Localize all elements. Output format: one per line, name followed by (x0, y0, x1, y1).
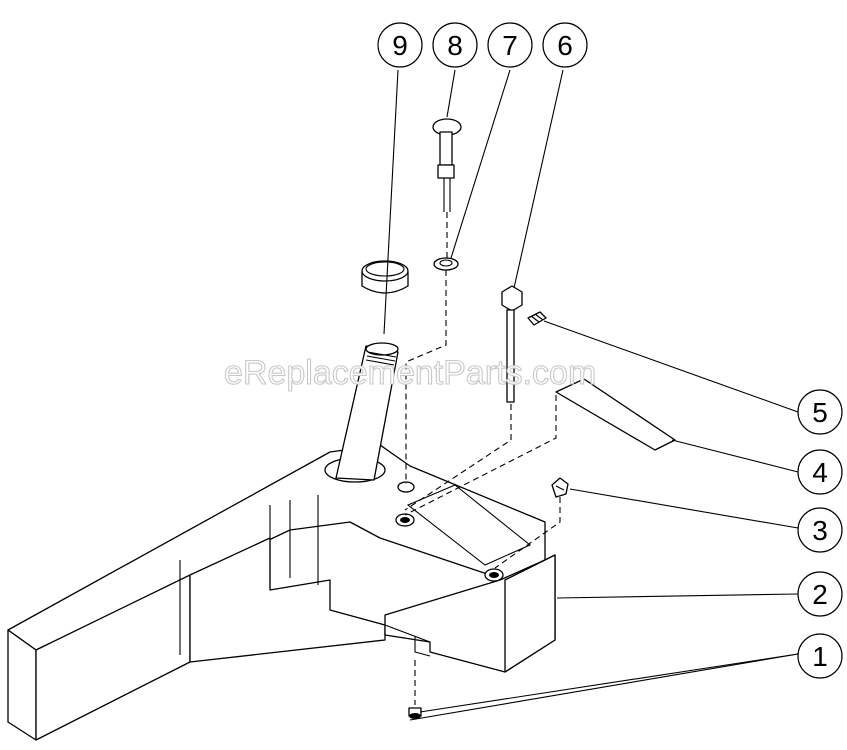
part-7-gasket (433, 257, 459, 271)
boss-front-left (395, 513, 415, 527)
callout-5: 5 (797, 389, 843, 435)
callout-4: 4 (797, 449, 843, 495)
svg-text:5: 5 (812, 397, 828, 428)
callout-7: 7 (487, 22, 533, 68)
part-9-cap (361, 260, 409, 294)
svg-text:6: 6 (557, 30, 573, 61)
assembly-dashed-lines (404, 212, 561, 705)
filler-neck-tube (335, 342, 399, 481)
svg-text:1: 1 (812, 641, 828, 672)
svg-text:8: 8 (447, 30, 463, 61)
leader-lines (383, 69, 799, 721)
part-base-tank (7, 444, 556, 741)
svg-text:2: 2 (812, 579, 828, 610)
part-5-fitting (527, 311, 547, 326)
boss-front-right (484, 568, 504, 582)
callout-3: 3 (797, 507, 843, 553)
callout-2: 2 (797, 571, 843, 617)
svg-text:3: 3 (812, 515, 828, 546)
callout-9: 9 (377, 22, 423, 68)
callout-8: 8 (432, 22, 478, 68)
watermark-text: eReplacementParts.com (224, 354, 596, 392)
svg-text:9: 9 (392, 30, 408, 61)
part-3-elbow (551, 477, 569, 498)
callout-6: 6 (542, 22, 588, 68)
part-4-plate (555, 378, 676, 451)
part-1-drain-screw (408, 707, 422, 719)
svg-text:7: 7 (502, 30, 518, 61)
callout-1: 1 (797, 633, 843, 679)
svg-text:4: 4 (812, 457, 828, 488)
part-6-probe (501, 285, 523, 403)
part-8-dipstick (432, 118, 462, 212)
